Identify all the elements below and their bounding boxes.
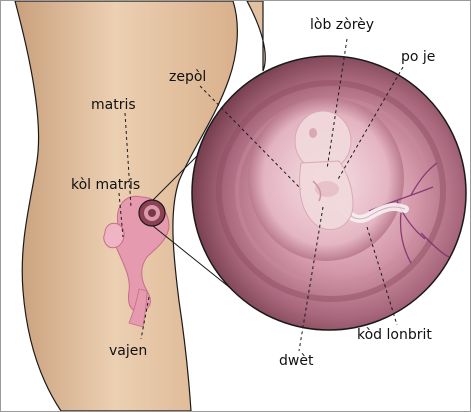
label-kol-matris: kòl matris [71,177,140,193]
label-dwet: dwèt [279,353,313,369]
bladder-shape [104,223,124,248]
label-lob-zorey: lòb zòrèy [310,17,374,33]
label-kod-lonbrit: kòd lonbrit [357,327,432,343]
label-po-je: po je [401,49,435,65]
label-vajen: vajen [109,343,147,359]
label-zepol: zepòl [169,69,206,85]
label-matris: matris [91,97,136,113]
back-silhouette [247,1,265,71]
